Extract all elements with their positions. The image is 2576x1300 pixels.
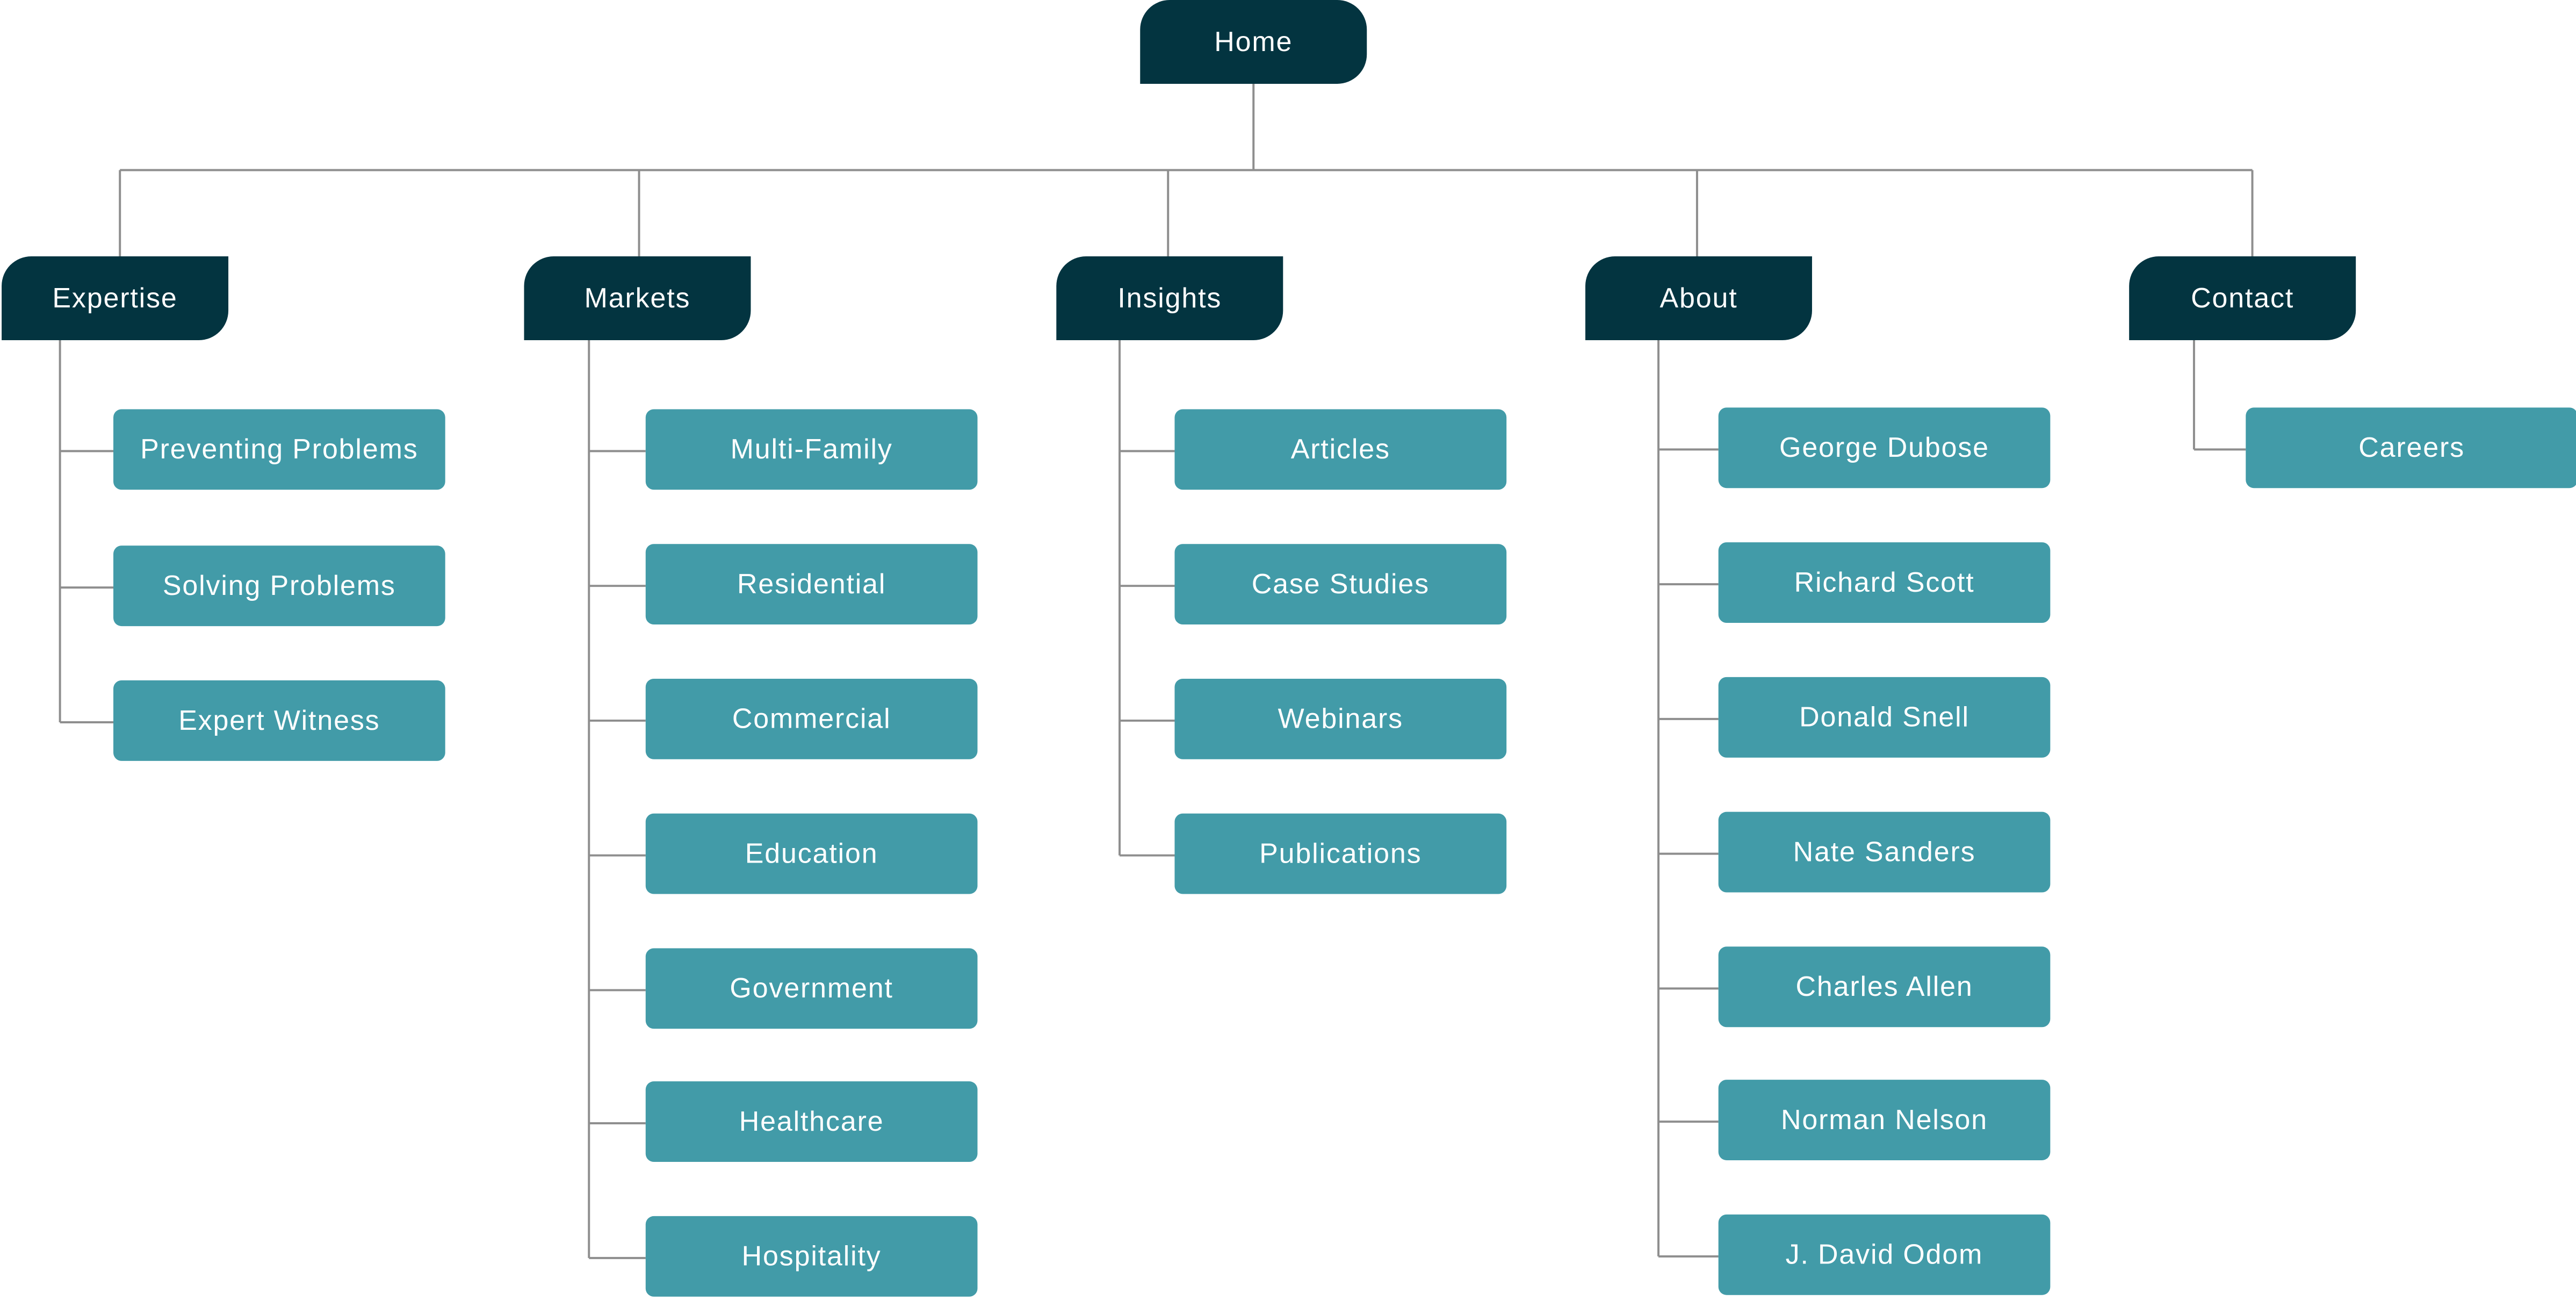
page-case-studies[interactable]: Case Studies <box>1174 544 1507 625</box>
page-charles-allen[interactable]: Charles Allen <box>1718 946 2051 1028</box>
page-webinars[interactable]: Webinars <box>1174 678 1507 759</box>
page-government[interactable]: Government <box>645 948 978 1029</box>
page-donald-snell[interactable]: Donald Snell <box>1718 677 2051 758</box>
page-articles[interactable]: Articles <box>1174 409 1507 490</box>
page-healthcare[interactable]: Healthcare <box>645 1081 978 1162</box>
page-expert-witness[interactable]: Expert Witness <box>113 680 445 761</box>
page-careers[interactable]: Careers <box>2246 407 2576 489</box>
page-hospitality[interactable]: Hospitality <box>645 1216 978 1297</box>
page-solving-problems[interactable]: Solving Problems <box>113 545 445 627</box>
page-preventing-problems[interactable]: Preventing Problems <box>113 409 445 490</box>
page-multi-family[interactable]: Multi-Family <box>645 409 978 490</box>
page-education[interactable]: Education <box>645 813 978 894</box>
page-publications[interactable]: Publications <box>1174 813 1507 894</box>
page-commercial[interactable]: Commercial <box>645 678 978 759</box>
page-nate-sanders[interactable]: Nate Sanders <box>1718 811 2051 893</box>
page-george-dubose[interactable]: George Dubose <box>1718 407 2051 489</box>
section-contact[interactable]: Contact <box>2129 256 2356 341</box>
section-expertise[interactable]: Expertise <box>2 256 229 341</box>
page-residential[interactable]: Residential <box>645 544 978 625</box>
page-richard-scott[interactable]: Richard Scott <box>1718 542 2051 623</box>
page-j-david-odom[interactable]: J. David Odom <box>1718 1214 2051 1295</box>
node-home[interactable]: Home <box>1140 0 1367 84</box>
section-about[interactable]: About <box>1585 256 1812 341</box>
section-markets[interactable]: Markets <box>524 256 751 341</box>
section-insights[interactable]: Insights <box>1056 256 1283 341</box>
page-norman-nelson[interactable]: Norman Nelson <box>1718 1080 2051 1160</box>
